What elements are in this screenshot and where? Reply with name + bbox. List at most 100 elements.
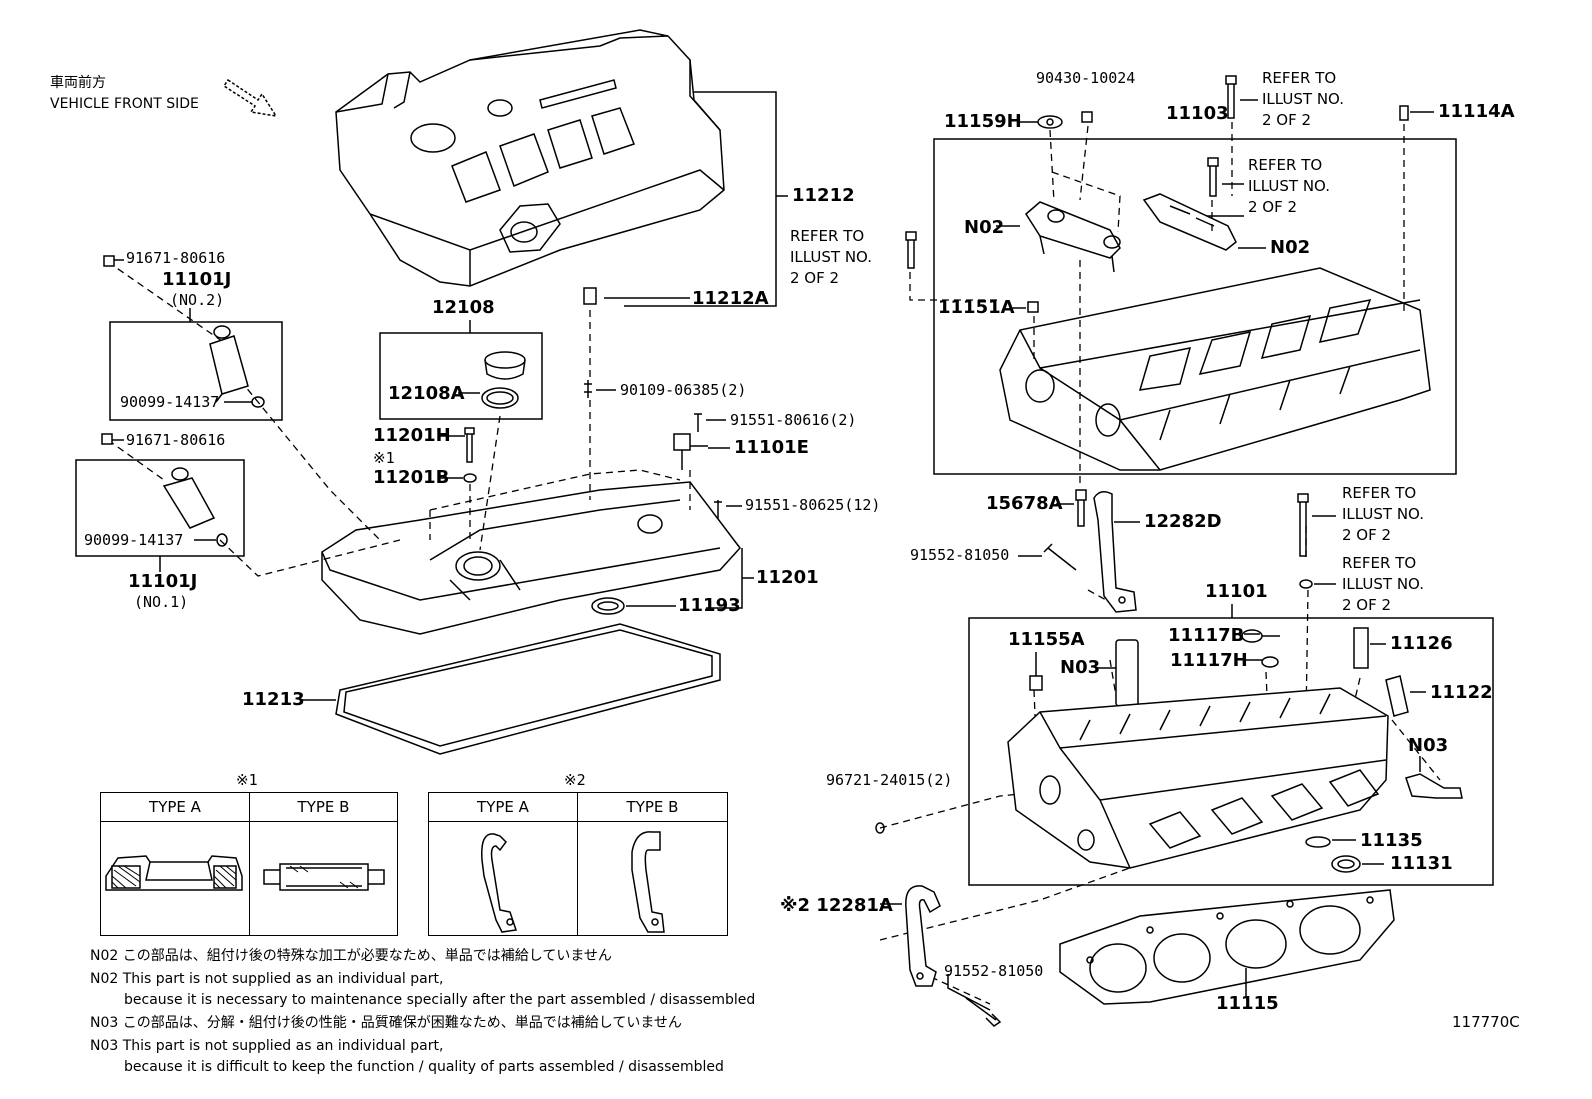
part-label-11159H: 11159H — [944, 111, 1022, 132]
part-label-11101: 11101 — [1205, 581, 1268, 602]
part-label-11122: 11122 — [1430, 682, 1493, 703]
gasket-90430 — [1081, 111, 1093, 123]
table2-col-b: TYPE B — [578, 793, 727, 822]
orientation-label-en: VEHICLE FRONT SIDE — [50, 96, 199, 112]
part-label-91551-80625: 91551-80625(12) — [745, 496, 881, 514]
washer-refer-5 — [1299, 579, 1313, 589]
part-label-11212A: 11212A — [692, 288, 769, 309]
part-label-11201B: 11201B — [373, 467, 450, 488]
cam-sensor-11101E — [673, 433, 708, 470]
front-direction-arrow-icon — [222, 78, 278, 118]
part-label-11131: 11131 — [1390, 853, 1453, 874]
tube-n03-a — [1115, 639, 1139, 707]
plug-96721 — [875, 822, 885, 834]
box-11101 — [968, 617, 1494, 886]
part-label-11114A: 11114A — [1438, 101, 1515, 122]
hanger-12281A — [905, 885, 941, 987]
guide-11126 — [1353, 627, 1369, 669]
oil-seal-11159H — [1037, 115, 1063, 129]
hanger-12282D — [1093, 491, 1137, 613]
part-sub-11101J-no1: (NO.1) — [134, 593, 189, 611]
bolt-refer-3 — [905, 231, 917, 269]
part-label-90099-a: 90099-14137 — [120, 393, 220, 411]
part-mark-11201B: ※1 — [373, 449, 395, 467]
part-label-12282D: 12282D — [1144, 511, 1222, 532]
part-label-N03-b: N03 — [1408, 735, 1449, 756]
part-label-91671-b: 91671-80616 — [126, 431, 226, 449]
head-gasket-11115 — [1059, 889, 1395, 1005]
table1-mark: ※1 — [236, 771, 258, 789]
part-label-11155A: 11155A — [1008, 629, 1085, 650]
callout-11212 — [624, 91, 777, 307]
part-label-N02-left: N02 — [964, 217, 1005, 238]
bolt-91552-a — [1043, 543, 1077, 571]
cam-cap-n02-right — [1142, 193, 1237, 251]
box-11103 — [933, 138, 1457, 475]
guide-11122 — [1385, 675, 1409, 717]
tube-n03-b — [1405, 773, 1463, 799]
note-n03-jp: N03 この部品は、分解・組付け後の性能・品質確保が困難なため、単品では補給して… — [90, 1015, 682, 1031]
note-n03-en-1: N03 This part is not supplied as an indi… — [90, 1038, 444, 1054]
cam-cap-n02-left — [1025, 201, 1121, 273]
part-label-90109: 90109-06385(2) — [620, 381, 747, 399]
part-label-11201H: 11201H — [373, 425, 451, 446]
note-n02-en-1: N02 This part is not supplied as an indi… — [90, 971, 444, 987]
part-label-12281A: ※2 12281A — [780, 895, 893, 916]
stud-90109 — [584, 380, 592, 398]
stud-15678A — [1075, 489, 1087, 527]
type-a-1-seal-section — [105, 855, 243, 891]
bolt-11103-top — [1225, 75, 1237, 119]
part-label-11117H: 11117H — [1170, 650, 1248, 671]
note-n02-jp: N02 この部品は、組付け後の特殊な加工が必要なため、単品では補給していません — [90, 948, 612, 964]
table2-col-a: TYPE A — [429, 793, 577, 822]
part-label-12108A: 12108A — [388, 383, 465, 404]
plug-11117B — [1241, 629, 1263, 643]
pin-11114A — [1399, 105, 1409, 121]
part-label-91671-a: 91671-80616 — [126, 249, 226, 267]
part-label-11193: 11193 — [678, 595, 741, 616]
valve-cover-drawing — [321, 481, 741, 635]
note-n02-en-2: because it is necessary to maintenance s… — [124, 992, 756, 1008]
part-label-11101E: 11101E — [734, 437, 809, 458]
illustration-id: 117770C — [1452, 1013, 1520, 1031]
table1-col-a: TYPE A — [101, 793, 249, 822]
box-ocv-no2 — [109, 321, 283, 421]
washer-11117H — [1261, 656, 1279, 668]
table1-col-b: TYPE B — [250, 793, 397, 822]
gasket-11213 — [335, 623, 721, 755]
type-table-2: TYPE A TYPE B — [428, 792, 728, 936]
type-a-2-hanger — [481, 833, 517, 933]
type-table-1: TYPE A TYPE B — [100, 792, 398, 936]
cylinder-head-drawing — [1007, 687, 1389, 869]
part-label-90430: 90430-10024 — [1036, 69, 1136, 87]
pin-11155A — [1029, 675, 1043, 691]
part-label-91552-a: 91552-81050 — [910, 546, 1010, 564]
part-label-N03-a: N03 — [1060, 657, 1101, 678]
part-label-11117B: 11117B — [1168, 625, 1245, 646]
part-label-96721: 96721-24015(2) — [826, 771, 953, 789]
part-label-N02-right: N02 — [1270, 237, 1311, 258]
part-label-91552-b: 91552-81050 — [944, 962, 1044, 980]
gasket-11131 — [1331, 855, 1361, 873]
part-label-11151A: 11151A — [938, 297, 1015, 318]
part-label-11201: 11201 — [756, 567, 819, 588]
box-12108 — [379, 332, 543, 420]
part-sub-11101J-no2: (NO.2) — [170, 291, 225, 309]
oil-filler-cap — [481, 351, 526, 409]
note-n03-en-2: because it is difficult to keep the func… — [124, 1059, 724, 1075]
bolt-refer-4 — [1297, 493, 1309, 557]
part-label-91551-80616: 91551-80616(2) — [730, 411, 857, 429]
part-label-90099-b: 90099-14137 — [84, 531, 184, 549]
part-label-11101J-no2: 11101J — [162, 269, 232, 290]
type-b-1-sleeve-section — [263, 863, 385, 891]
bolt-11201H — [464, 427, 475, 463]
part-label-11126: 11126 — [1390, 633, 1453, 654]
type-b-2-hanger — [631, 831, 665, 933]
part-label-11103: 11103 — [1166, 103, 1229, 124]
gasket-11135 — [1305, 836, 1331, 848]
